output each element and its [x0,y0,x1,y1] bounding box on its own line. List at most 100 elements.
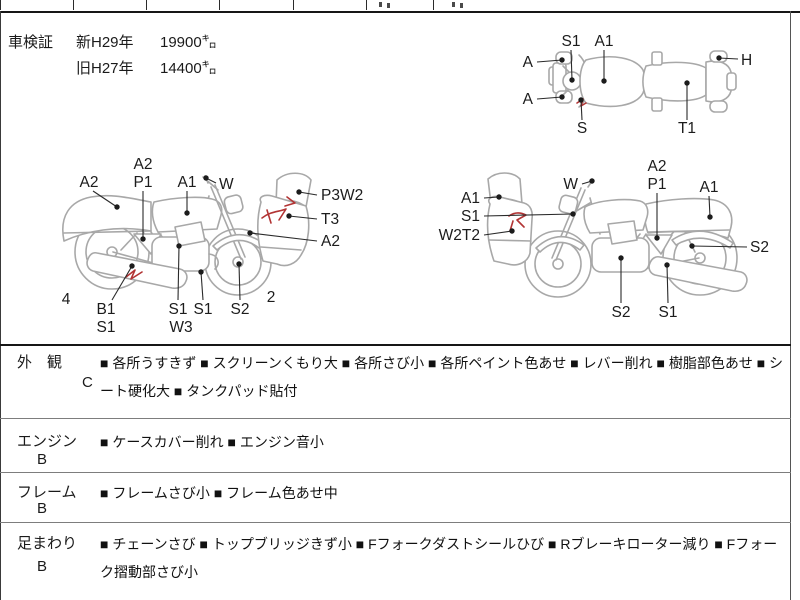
grade-value: B [37,451,48,468]
cutoff-text-fragment [452,2,455,7]
shaken-km-new: 19900㌔ [160,34,217,51]
leader-line [298,191,318,196]
table-border-line [0,344,791,346]
diagram-label-T1: T1 [678,120,696,137]
diagram-label-A: A [523,54,534,71]
leader-dot [176,243,182,249]
exhaust-pipe [208,253,219,270]
right-side-view-bike [486,172,748,298]
seat [642,61,707,102]
diagram-label-A1: A1 [461,190,480,207]
diagram-label-A2: A2 [80,174,99,191]
muffler [86,251,188,290]
diagram-label-A1: A1 [178,174,197,191]
shaken-block: 車検証 新H29年 19900㌔ 旧H27年 14400㌔ [8,30,217,82]
table-cell-divider [146,0,147,10]
headlight [223,194,244,215]
leader-dot [198,269,204,275]
leader-dot [296,189,302,195]
leader-line [708,195,711,218]
leader-dot [684,80,690,86]
seat-line [63,230,152,234]
leader-line [536,59,563,63]
leader-dot [509,228,515,234]
leader-dot [716,55,722,61]
leader-dot [140,236,146,242]
diagram-label-W: W [219,176,234,193]
leader-line [718,57,739,60]
table-border-line [0,11,800,13]
leader-dot [247,230,253,236]
condition-row-undercarriage: 足まわり B ■ チェーンさび ■ トップブリッジきず小 ■ Fフォークダストシ… [0,522,791,600]
leader-line [666,264,669,304]
grade-value: B [37,558,48,575]
diagram-label-W2T2: W2T2 [439,227,480,244]
leader-dot [496,194,502,200]
front-fork [210,184,246,260]
left-side-view-bike [62,172,312,296]
leader-dot [601,78,607,84]
table-cell-divider [73,0,74,10]
diagram-label-S2: S2 [750,239,769,256]
leader-line [92,190,118,208]
diagram-label-S2: S2 [612,304,631,321]
leader-line [288,215,318,220]
diagram-label-W: W [563,176,578,193]
leader-line [483,213,574,217]
shaken-label: 車検証 [8,34,54,51]
diagram-label-S1: S1 [562,33,581,50]
section-label: 足まわり [17,535,78,552]
leader-dot [569,77,575,83]
table-cell-divider [293,0,294,10]
diagram-label-S2: S2 [231,301,250,318]
muffler [648,255,748,293]
cowl-seam-line [260,246,302,251]
side-cover [645,234,673,255]
leader-dot [570,211,576,217]
diagram-label-W3: W3 [169,319,192,336]
diagram-label-B1: B1 [97,301,116,318]
section-label: 外 観 [17,354,63,371]
condition-row-exterior: 外 観 C ■ 各所うすきず ■ スクリーンくもり大 ■ 各所さび小 ■ 各所ペ… [0,344,791,418]
leader-dot [236,261,242,267]
table-cell-divider [0,0,1,10]
top-view-bike [548,50,737,113]
leader-line [580,99,583,121]
diagram-label-S1: S1 [194,301,213,318]
leader-dot [286,213,292,219]
front-wheel [524,230,592,298]
front-cowl [257,194,310,267]
section-label: フレーム [17,484,77,501]
row-separator [0,472,791,473]
diagram-label-A1: A1 [595,33,614,50]
leader-dot [689,243,695,249]
leader-line [536,96,563,100]
row-separator [0,522,791,523]
leader-dot [578,97,584,103]
leader-dot [654,235,660,241]
leader-line [249,232,318,242]
leader-dot [184,210,190,216]
diagram-label-A2: A2 [321,233,340,250]
diagram-label-A2: A2 [648,158,667,175]
row-separator [0,418,791,419]
fuel-tank [579,56,647,108]
shaken-era-new: 新H29年 [76,34,134,51]
leader-dot [618,255,624,261]
footpeg-right [651,97,663,112]
leader-dot [203,175,209,181]
leader-dot [664,262,670,268]
diagram-label-4: 4 [62,291,71,308]
leader-dot [589,178,595,184]
cutoff-text-fragment [379,2,382,7]
diagram-label-A2: A2 [134,156,153,173]
leader-dot [559,94,565,100]
diagram-label-S1: S1 [659,304,678,321]
table-cell-divider [366,0,367,10]
sheet-right-border [790,11,791,600]
diagram-label-T3: T3 [321,211,339,228]
table-cell-divider [219,0,220,10]
